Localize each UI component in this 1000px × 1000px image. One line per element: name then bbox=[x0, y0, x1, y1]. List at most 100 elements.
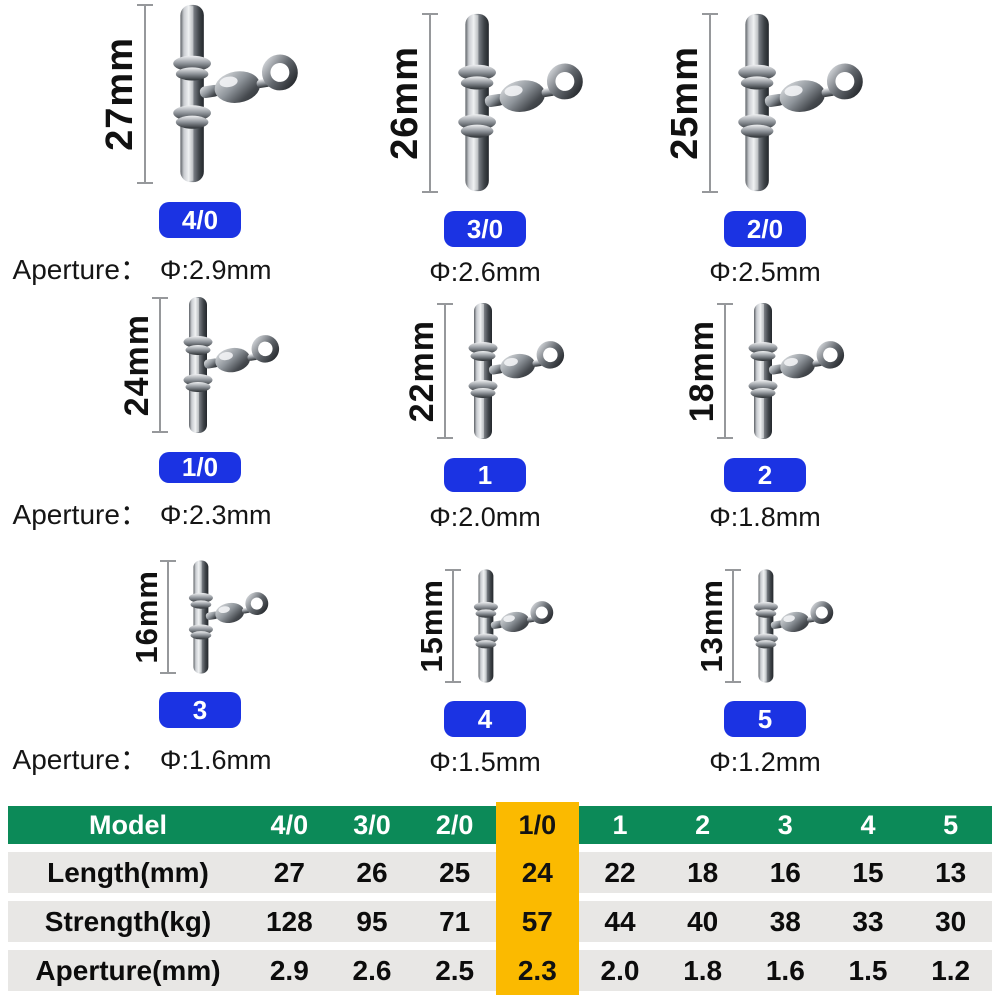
table-cell: 26 bbox=[356, 856, 388, 888]
product-cell-3-0: 26mm 3/0 Φ:2.6mm bbox=[370, 0, 600, 300]
swivel-image bbox=[168, 294, 280, 436]
measure-line bbox=[437, 303, 453, 439]
measure-line bbox=[160, 560, 176, 674]
model-badge: 4/0 bbox=[159, 202, 241, 238]
product-cell-1-0: 24mm 1/0 Aperture： Φ:2.3mm bbox=[13, 300, 370, 545]
aperture-value: Φ:1.6mm bbox=[159, 745, 272, 775]
header-cell: 2 bbox=[695, 809, 711, 840]
aperture-row: Φ:1.2mm bbox=[709, 747, 821, 778]
aperture-row: Φ:2.0mm bbox=[429, 502, 541, 533]
header-cell: 3/0 bbox=[353, 809, 391, 840]
product-cell-5: 13mm 5 Φ:1.2mm bbox=[600, 545, 930, 790]
table-cell: 71 bbox=[439, 905, 471, 937]
table-cell-highlighted: 57 bbox=[495, 897, 579, 946]
product-grid: 27mm 4/0 Aperture： Φ:2.9mm 26mm 3/0 Φ:2.… bbox=[13, 0, 1000, 790]
table-cell: 2.9 bbox=[269, 954, 309, 986]
size-label: 25mm bbox=[664, 45, 706, 160]
measure-line bbox=[702, 12, 718, 193]
measure-line bbox=[137, 3, 153, 184]
product-photo: 16mm bbox=[129, 558, 269, 676]
table-cell: 2.0 bbox=[600, 954, 640, 986]
swivel-image bbox=[461, 567, 554, 685]
table-cell: 40 bbox=[687, 905, 719, 937]
table-cell: 44 bbox=[604, 905, 636, 937]
model-badge: 3/0 bbox=[444, 211, 526, 247]
header-cell: 5 bbox=[943, 809, 959, 840]
table-cell: 2.5 bbox=[435, 954, 475, 986]
aperture-value: Φ:1.2mm bbox=[709, 747, 821, 777]
product-photo: 22mm bbox=[403, 300, 565, 442]
product-photo: 18mm bbox=[683, 300, 845, 442]
aperture-row: Φ:1.5mm bbox=[429, 747, 541, 778]
aperture-value: Φ:1.5mm bbox=[429, 747, 541, 777]
model-badge: 2 bbox=[724, 458, 806, 492]
table-cell: 2.6 bbox=[352, 954, 392, 986]
model-badge: 5 bbox=[724, 701, 806, 737]
aperture-row: Aperture： Φ:1.6mm bbox=[13, 738, 272, 778]
model-badge: 2/0 bbox=[724, 211, 806, 247]
table-cell-highlighted: 24 bbox=[495, 848, 579, 897]
header-cell: 2/0 bbox=[435, 809, 474, 840]
table-cell: 13 bbox=[935, 856, 967, 888]
table-row-length: Length(mm) 27 26 25 24 22 18 16 15 13 bbox=[8, 848, 992, 897]
table-cell: 15 bbox=[852, 856, 884, 888]
header-cell-model: Model bbox=[89, 809, 167, 840]
table-row-strength: Strength(kg) 128 95 71 57 44 40 38 33 30 bbox=[8, 897, 992, 946]
size-label: 27mm bbox=[99, 36, 141, 151]
aperture-value: Φ:2.5mm bbox=[709, 257, 821, 287]
measure-line bbox=[422, 12, 438, 193]
header-cell: 4 bbox=[860, 809, 876, 840]
table-cell: 27 bbox=[273, 856, 305, 888]
aperture-row: Aperture： Φ:2.9mm bbox=[13, 248, 272, 288]
table-cell: 25 bbox=[439, 856, 471, 888]
spec-table: Model 4/0 3/0 2/0 1/0 1 2 3 4 5 Length(m… bbox=[8, 802, 992, 995]
row-label: Strength(kg) bbox=[44, 905, 212, 937]
size-label: 18mm bbox=[683, 319, 721, 423]
table-cell: 1.2 bbox=[931, 954, 971, 986]
aperture-row: Φ:2.5mm bbox=[709, 257, 821, 288]
table-cell: 38 bbox=[769, 905, 801, 937]
product-cell-1: 22mm 1 Φ:2.0mm bbox=[370, 300, 600, 545]
swivel-image bbox=[733, 300, 845, 442]
aperture-row: Φ:1.8mm bbox=[709, 502, 821, 533]
table-cell: 22 bbox=[604, 856, 636, 888]
table-cell: 30 bbox=[935, 905, 967, 937]
table-cell: 16 bbox=[769, 856, 801, 888]
row-label: Aperture(mm) bbox=[35, 954, 221, 986]
row-label: Length(mm) bbox=[47, 856, 209, 888]
header-cell-highlighted: 1/0 bbox=[495, 802, 579, 848]
size-label: 13mm bbox=[694, 579, 729, 673]
table-row-aperture: Aperture(mm) 2.9 2.6 2.5 2.3 2.0 1.8 1.6… bbox=[8, 946, 992, 995]
model-badge: 4 bbox=[444, 701, 526, 737]
table-cell: 128 bbox=[265, 905, 313, 937]
swivel-image bbox=[453, 300, 565, 442]
product-photo: 15mm bbox=[414, 567, 554, 685]
swivel-image bbox=[718, 10, 864, 195]
table-cell: 1.8 bbox=[683, 954, 723, 986]
measure-line bbox=[717, 303, 733, 439]
aperture-label: Aperture： bbox=[12, 499, 148, 530]
measure-line bbox=[445, 569, 461, 683]
aperture-label: Aperture： bbox=[12, 254, 148, 285]
product-cell-3: 16mm 3 Aperture： Φ:1.6mm bbox=[13, 545, 370, 790]
product-cell-4: 15mm 4 Φ:1.5mm bbox=[370, 545, 600, 790]
product-cell-4-0: 27mm 4/0 Aperture： Φ:2.9mm bbox=[13, 0, 370, 300]
swivel-image bbox=[176, 558, 269, 676]
table-header-row: Model 4/0 3/0 2/0 1/0 1 2 3 4 5 bbox=[8, 802, 992, 848]
size-label: 26mm bbox=[384, 45, 426, 160]
size-label: 24mm bbox=[118, 313, 156, 417]
product-photo: 24mm bbox=[118, 294, 280, 436]
product-photo: 25mm bbox=[664, 10, 864, 195]
size-label: 16mm bbox=[129, 570, 164, 664]
measure-line bbox=[725, 569, 741, 683]
size-label: 15mm bbox=[414, 579, 449, 673]
header-cell: 1 bbox=[612, 809, 628, 840]
swivel-image bbox=[438, 10, 584, 195]
model-badge: 3 bbox=[159, 692, 241, 728]
header-cell: 3 bbox=[777, 809, 793, 840]
table-cell-highlighted: 2.3 bbox=[495, 946, 579, 995]
product-photo: 26mm bbox=[384, 10, 584, 195]
product-cell-2: 18mm 2 Φ:1.8mm bbox=[600, 300, 930, 545]
aperture-value: Φ:2.6mm bbox=[429, 257, 541, 287]
